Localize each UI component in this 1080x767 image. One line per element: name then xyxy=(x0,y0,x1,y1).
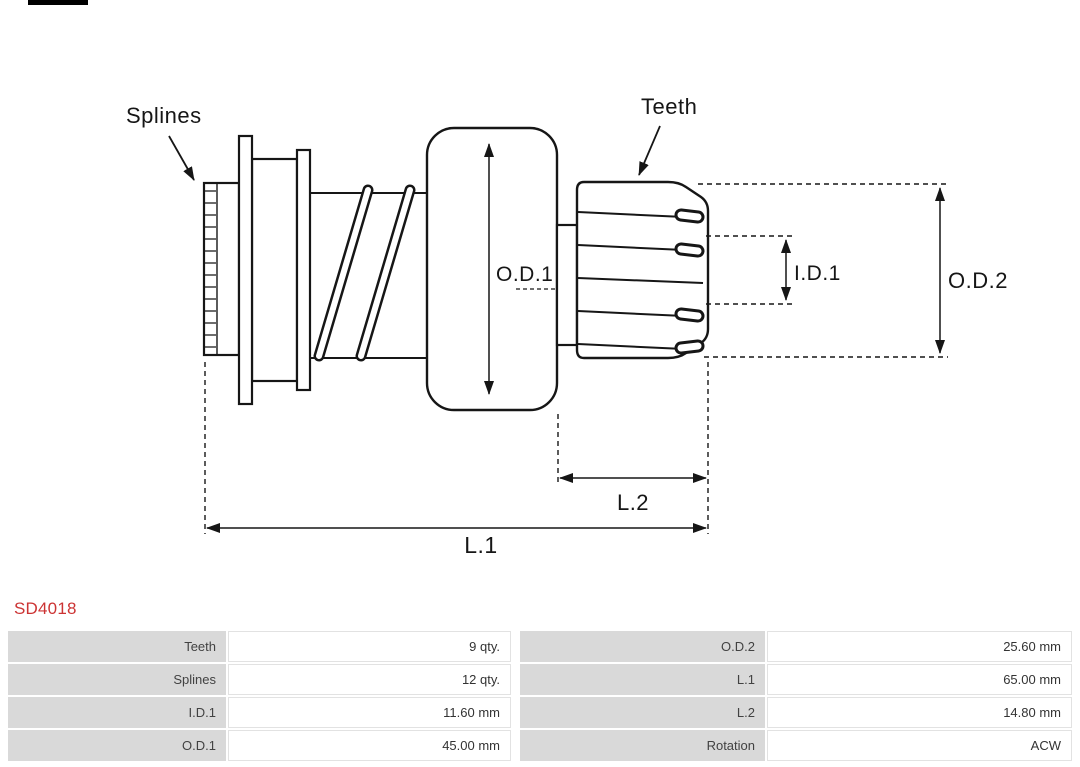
label-od2: O.D.2 xyxy=(948,268,1008,293)
technical-drawing: O.D.1 xyxy=(28,0,1008,558)
spec-label: Rotation xyxy=(520,730,765,761)
spec-value: ACW xyxy=(767,730,1072,761)
neck xyxy=(555,223,579,347)
spec-row: O.D.1 45.00 mm Rotation ACW xyxy=(8,730,1072,761)
spec-label: Teeth xyxy=(8,631,226,662)
spec-row: Splines 12 qty. L.1 65.00 mm xyxy=(8,664,1072,695)
pinion-gear xyxy=(575,180,710,360)
label-splines: Splines xyxy=(126,103,202,128)
spec-value: 14.80 mm xyxy=(767,697,1072,728)
callout-splines: Splines xyxy=(126,103,202,181)
dimension-od1: O.D.1 xyxy=(484,143,555,395)
splined-shaft xyxy=(202,181,241,357)
screenshot-artifact xyxy=(28,0,88,5)
dimension-od2 xyxy=(698,183,948,358)
spec-value: 45.00 mm xyxy=(228,730,511,761)
tooth-lines xyxy=(577,211,704,350)
spec-label: I.D.1 xyxy=(8,697,226,728)
spec-value: 12 qty. xyxy=(228,664,511,695)
table-column-spacer xyxy=(513,664,518,695)
spec-label: O.D.2 xyxy=(520,631,765,662)
spec-row: Teeth 9 qty. O.D.2 25.60 mm xyxy=(8,631,1072,662)
flange-collar xyxy=(237,134,312,406)
dimension-l2 xyxy=(557,362,709,534)
part-code: SD4018 xyxy=(14,599,77,618)
label-id1: I.D.1 xyxy=(794,262,841,285)
spec-label: Splines xyxy=(8,664,226,695)
dimension-l1 xyxy=(204,362,707,534)
label-teeth: Teeth xyxy=(641,94,697,119)
table-column-spacer xyxy=(513,730,518,761)
spec-label: L.2 xyxy=(520,697,765,728)
table-column-spacer xyxy=(513,697,518,728)
spec-label: L.1 xyxy=(520,664,765,695)
label-l1: L.1 xyxy=(464,532,497,558)
label-od1: O.D.1 xyxy=(496,263,553,286)
spec-value: 65.00 mm xyxy=(767,664,1072,695)
spec-row: I.D.1 11.60 mm L.2 14.80 mm xyxy=(8,697,1072,728)
label-l2: L.2 xyxy=(617,490,649,515)
dimension-id1 xyxy=(706,235,793,305)
table-column-spacer xyxy=(513,631,518,662)
spec-label: O.D.1 xyxy=(8,730,226,761)
callout-teeth: Teeth xyxy=(638,94,697,176)
spec-value: 25.60 mm xyxy=(767,631,1072,662)
tooth-ends xyxy=(674,208,705,355)
spec-value: 11.60 mm xyxy=(228,697,511,728)
spec-value: 9 qty. xyxy=(228,631,511,662)
spring xyxy=(313,184,416,362)
spec-table: Teeth 9 qty. O.D.2 25.60 mm Splines 12 q… xyxy=(8,631,1072,761)
